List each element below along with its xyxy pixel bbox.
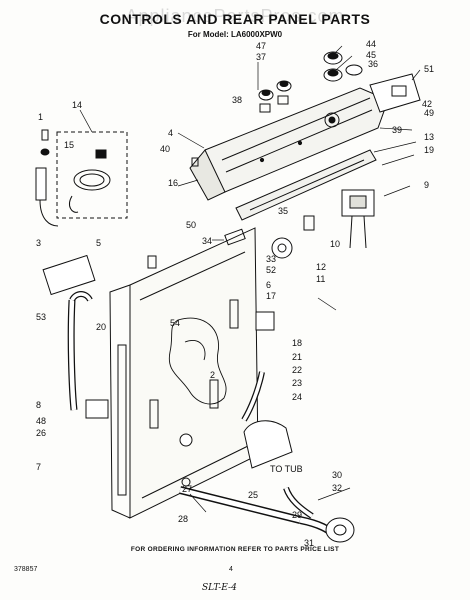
callout-23: 23 bbox=[292, 378, 302, 388]
callout-26: 26 bbox=[36, 428, 46, 438]
callout-8: 8 bbox=[36, 400, 41, 410]
callout-25: 25 bbox=[248, 490, 258, 500]
switch-assembly bbox=[341, 73, 421, 249]
callout-20: 20 bbox=[96, 322, 106, 332]
ordering-note: FOR ORDERING INFORMATION REFER TO PARTS … bbox=[130, 546, 340, 553]
callout-45: 45 bbox=[366, 50, 376, 60]
callout-44: 44 bbox=[366, 39, 376, 49]
callout-7: 7 bbox=[36, 462, 41, 472]
model-subtitle: For Model: LA6000XPW0 bbox=[187, 30, 283, 39]
callout-3: 3 bbox=[36, 238, 41, 248]
callout-39: 39 bbox=[392, 125, 402, 135]
callout-40: 40 bbox=[160, 144, 170, 154]
callout-48: 48 bbox=[36, 416, 46, 426]
callout-54: 54 bbox=[170, 318, 180, 328]
callout-12: 12 bbox=[316, 262, 326, 272]
hose-left bbox=[67, 291, 93, 411]
callout-52: 52 bbox=[266, 265, 276, 275]
diagram-title: CONTROLS AND REAR PANEL PARTS bbox=[99, 11, 371, 27]
leader-lines bbox=[79, 45, 421, 513]
callout-34: 34 bbox=[202, 236, 212, 246]
watermark: AppliancePartsPros.com bbox=[125, 6, 345, 26]
callout-24: 24 bbox=[292, 392, 302, 402]
callout-4: 4 bbox=[168, 128, 173, 138]
handwritten-note: SLT-E-4 bbox=[202, 583, 237, 593]
callout-22: 22 bbox=[292, 365, 302, 375]
callout-27: 27 bbox=[182, 484, 192, 494]
callout-36: 36 bbox=[368, 59, 378, 69]
callout-51: 51 bbox=[424, 64, 434, 74]
callout-38: 38 bbox=[232, 95, 242, 105]
document-number: 378857 bbox=[14, 566, 38, 573]
callout-28: 28 bbox=[178, 514, 188, 524]
page-number: 4 bbox=[229, 566, 233, 573]
water-inlet bbox=[35, 167, 96, 296]
callout-13: 13 bbox=[424, 132, 434, 142]
callout-47: 47 bbox=[256, 41, 266, 51]
callout-6: 6 bbox=[266, 280, 271, 290]
pump-and-hoses bbox=[179, 311, 355, 543]
callout-5: 5 bbox=[96, 238, 101, 248]
wire-harness bbox=[168, 317, 227, 405]
callout-18: 18 bbox=[292, 338, 302, 348]
callout-17: 17 bbox=[266, 291, 276, 301]
callout-37: 37 bbox=[256, 52, 266, 62]
callout-50: 50 bbox=[186, 220, 196, 230]
callout-2: 2 bbox=[210, 370, 215, 380]
callout-32: 32 bbox=[332, 483, 342, 493]
callout-11: 11 bbox=[316, 274, 325, 284]
callout-16: 16 bbox=[168, 178, 178, 188]
small-parts bbox=[40, 129, 315, 496]
callout-1: 1 bbox=[38, 112, 43, 122]
callout-30: 30 bbox=[332, 470, 342, 480]
callout-21: 21 bbox=[292, 352, 302, 362]
control-console bbox=[189, 87, 389, 201]
callout-9: 9 bbox=[424, 180, 429, 190]
callout-15: 15 bbox=[64, 140, 74, 150]
callout-33: 33 bbox=[266, 254, 276, 264]
control-knobs bbox=[258, 51, 363, 113]
to-tub-label: TO TUB bbox=[270, 464, 303, 474]
callout-35: 35 bbox=[278, 206, 288, 216]
console-support-bar bbox=[235, 149, 377, 221]
callout-10: 10 bbox=[330, 239, 340, 249]
callout-31: 31 bbox=[304, 538, 314, 548]
callout-42: 42 bbox=[422, 99, 432, 109]
callout-14: 14 bbox=[72, 100, 82, 110]
callout-29: 29 bbox=[292, 510, 302, 520]
callout-49: 49 bbox=[424, 108, 434, 118]
callout-19: 19 bbox=[424, 145, 434, 155]
callout-53: 53 bbox=[36, 312, 46, 322]
